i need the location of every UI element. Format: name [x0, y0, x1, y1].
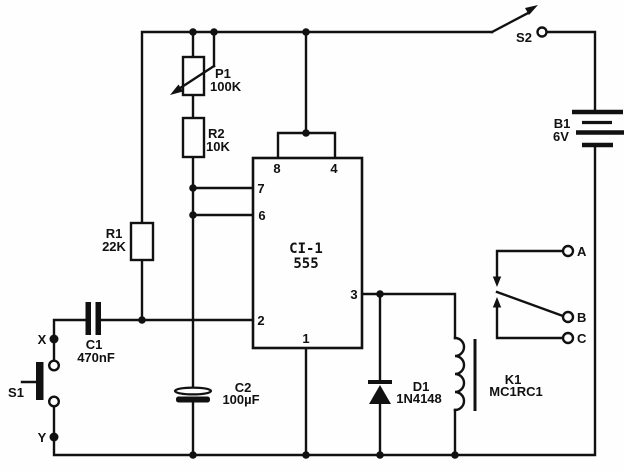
capacitor-c1: C1 470nF: [77, 302, 115, 365]
terminal-y-dot: [49, 432, 59, 442]
ic-pin8-label: 8: [273, 161, 280, 176]
wiper-arrow-icon: [170, 84, 183, 95]
arrow-up-icon: [492, 297, 502, 308]
resistor-r2: R2 10K: [181, 116, 230, 159]
ic-ref: CI-1: [289, 241, 323, 257]
terminal-b-label: B: [577, 310, 586, 325]
ic-555: CI-1 555 8 4 7 6 2 3 1: [251, 156, 364, 350]
diode-triangle-icon: [369, 385, 391, 404]
terminal-y-label: Y: [38, 430, 47, 445]
p1-ref: P1: [215, 66, 231, 81]
relay-contacts: A B C: [492, 244, 587, 346]
ic-pin7-label: 7: [257, 181, 264, 196]
c1-ref: C1: [86, 337, 103, 352]
resistor-r1: R1 22K: [102, 221, 155, 262]
s2-ref: S2: [516, 30, 532, 45]
b1-value: 6V: [553, 129, 569, 144]
ic-pin1-label: 1: [302, 331, 309, 346]
circuit-wires: [20, 30, 597, 457]
capacitor-c2: C2 100µF: [173, 380, 260, 407]
relay-coil-k1: K1 MC1RC1: [453, 336, 543, 412]
r1-ref: R1: [106, 226, 123, 241]
k1-ref: K1: [505, 372, 522, 387]
r2-value: 10K: [206, 139, 230, 154]
d1-ref: D1: [413, 379, 430, 394]
contact-b-terminal: [561, 310, 575, 324]
battery-b1: B1 6V: [553, 109, 624, 148]
terminal-x-label: X: [38, 332, 47, 347]
d1-value: 1N4148: [396, 391, 442, 406]
switch-s2: S2: [490, 5, 548, 45]
terminal-c-label: C: [577, 331, 587, 346]
s1-top-contact: [48, 359, 61, 372]
contact-c-terminal: [561, 331, 575, 345]
terminal-a-label: A: [577, 244, 587, 259]
ic-pin4-label: 4: [330, 161, 338, 176]
c2-value: 100µF: [222, 392, 259, 407]
s2-contact: [536, 26, 548, 38]
s1-bottom-contact: [48, 395, 61, 408]
terminal-x-dot: [49, 334, 59, 344]
arrow-down-icon: [492, 276, 502, 287]
c1-value: 470nF: [77, 350, 115, 365]
ic-value: 555: [293, 256, 318, 272]
s1-button-bar: [36, 362, 44, 400]
switch-s1: X Y S1: [8, 332, 61, 445]
diode-d1: D1 1N4148: [368, 379, 442, 406]
ic-pin2-label: 2: [257, 313, 264, 328]
r2-ref: R2: [208, 126, 225, 141]
p1-value: 100K: [210, 79, 242, 94]
b1-ref: B1: [554, 116, 571, 131]
blade-arrow-icon: [525, 5, 538, 15]
potentiometer-p1: P1 100K: [170, 55, 242, 97]
r1-value: 22K: [102, 239, 126, 254]
coil-icon: [453, 336, 466, 412]
contact-a-terminal: [561, 244, 575, 258]
s1-ref: S1: [8, 385, 24, 400]
c2-ref: C2: [235, 380, 252, 395]
ic-pin6-label: 6: [258, 208, 265, 223]
junction-dots: [138, 28, 459, 459]
k1-value: MC1RC1: [489, 384, 542, 399]
ic-pin3-label: 3: [350, 287, 357, 302]
